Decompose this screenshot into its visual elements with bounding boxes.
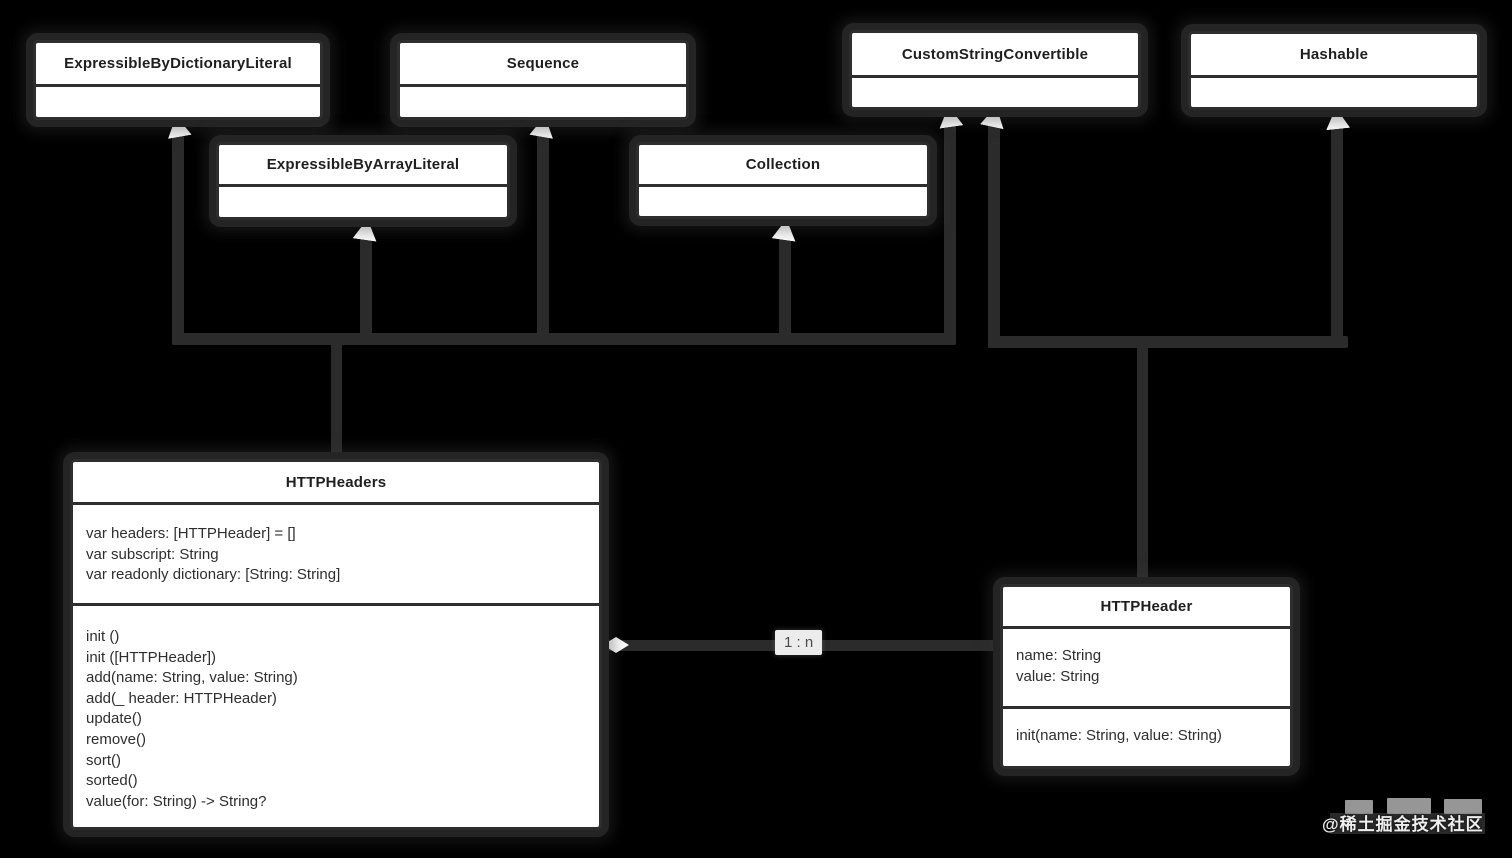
- class-box-expressible-by-dictionary-literal: ExpressibleByDictionaryLiteral: [33, 40, 323, 120]
- class-attribute: value: String: [1016, 667, 1100, 685]
- arrowhead-hashable: [1324, 107, 1350, 130]
- class-box-expressible-by-array-literal: ExpressibleByArrayLiteral: [216, 142, 510, 220]
- class-attribute: var readonly dictionary: [String: String…: [86, 566, 341, 584]
- class-method: sort(): [86, 751, 121, 769]
- class-title: CustomStringConvertible: [852, 33, 1138, 78]
- class-title: Collection: [639, 145, 927, 187]
- class-method: init ([HTTPHeader]): [86, 648, 217, 666]
- line-to-expressible-by-array-literal: [360, 228, 372, 345]
- class-attribute: var headers: [HTTPHeader] = []: [86, 525, 296, 542]
- arrowhead-expressible-by-array-literal: [353, 217, 380, 241]
- empty-compartment: [219, 187, 507, 217]
- watermark-block: [1387, 798, 1431, 814]
- class-attribute: var subscript: String: [86, 545, 219, 563]
- class-title: HTTPHeaders: [73, 462, 599, 505]
- line-drop-httpheader: [1137, 343, 1148, 586]
- empty-compartment: [1191, 78, 1477, 107]
- line-to-sequence: [537, 126, 549, 345]
- methods-compartment: init () init ([HTTPHeader]) add(name: Stri…: [73, 606, 599, 827]
- empty-compartment: [852, 78, 1138, 107]
- line-to-expressible-by-dictionary-literal: [172, 126, 184, 345]
- class-title: Sequence: [400, 43, 686, 87]
- watermark-block: [1330, 813, 1485, 834]
- line-to-custom-string-convertible-right: [988, 114, 1000, 348]
- line-drop-httpheaders: [331, 340, 342, 462]
- inheritance-bus-right: [988, 336, 1348, 348]
- class-method: init(name: String, value: String): [1016, 727, 1222, 744]
- class-title: ExpressibleByArrayLiteral: [219, 145, 507, 187]
- class-box-httpheader: HTTPHeader name: String value: String init(…: [1000, 584, 1293, 769]
- line-to-custom-string-convertible-left: [944, 114, 956, 345]
- class-method: add(name: String, value: String): [86, 669, 298, 687]
- arrowhead-collection: [772, 217, 799, 241]
- watermark-text: @稀土掘金技术社区: [1322, 815, 1484, 834]
- class-method: update(): [86, 710, 142, 728]
- class-box-custom-string-convertible: CustomStringConvertible: [849, 30, 1141, 110]
- line-to-collection: [779, 228, 791, 345]
- attributes-compartment: var headers: [HTTPHeader] = [] var subscr…: [73, 505, 599, 606]
- inheritance-bus-left: [172, 333, 956, 345]
- class-method: sorted(): [86, 772, 138, 790]
- class-attribute: name: String: [1016, 647, 1102, 664]
- class-box-sequence: Sequence: [397, 40, 689, 120]
- empty-compartment: [400, 87, 686, 117]
- watermark-block: [1444, 799, 1482, 814]
- methods-compartment: init(name: String, value: String): [1003, 709, 1290, 766]
- class-box-collection: Collection: [636, 142, 930, 219]
- class-box-hashable: Hashable: [1188, 31, 1480, 110]
- class-title: ExpressibleByDictionaryLiteral: [36, 43, 320, 87]
- attributes-compartment: name: String value: String: [1003, 629, 1290, 709]
- aggregation-diamond: [603, 637, 629, 653]
- class-method: add(_ header: HTTPHeader): [86, 689, 277, 707]
- class-title: HTTPHeader: [1003, 587, 1290, 629]
- class-method: remove(): [86, 730, 147, 748]
- class-method: init (): [86, 628, 120, 645]
- class-method: value(for: String) -> String?: [86, 792, 267, 810]
- class-title: Hashable: [1191, 34, 1477, 78]
- line-to-hashable: [1331, 116, 1343, 348]
- multiplicity-label: 1 : n: [775, 630, 823, 655]
- empty-compartment: [639, 187, 927, 216]
- watermark-block: [1345, 800, 1373, 814]
- empty-compartment: [36, 87, 320, 117]
